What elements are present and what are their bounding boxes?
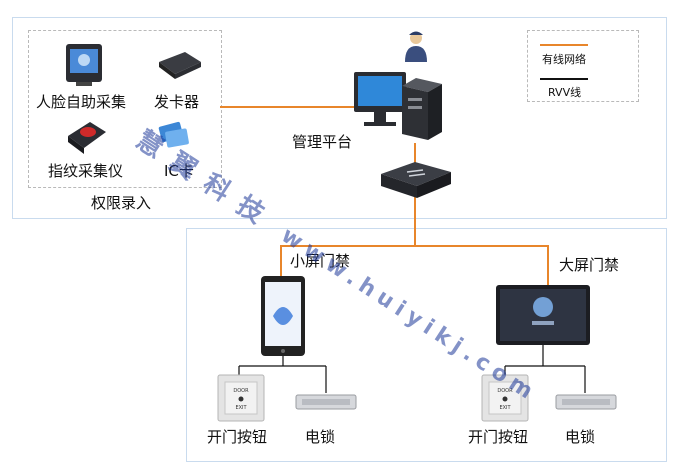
device-label-ic-card: IC卡 [164, 162, 194, 180]
enrollment-group-box [28, 30, 222, 188]
wire-enroll-to-platform [220, 106, 355, 108]
top-panel [12, 17, 667, 219]
face-capture-terminal-icon [66, 44, 102, 86]
ic-card-icon [158, 121, 189, 148]
platform-label: 管理平台 [292, 133, 353, 151]
small-screen-terminal-icon [261, 276, 305, 356]
wire-horizontal-bus [280, 245, 549, 247]
rvv-wire-right [504, 345, 586, 393]
electric-lock-left-icon [295, 394, 357, 410]
exit-button-right-icon: DOOR EXIT [481, 374, 529, 422]
exit-button-right-label: 开门按钮 [468, 428, 529, 446]
exit-button-left-top-text: DOOR [233, 388, 249, 394]
large-screen-terminal-icon [496, 285, 590, 345]
rvv-wire-left [238, 355, 327, 393]
exit-button-left-icon: DOOR EXIT [217, 374, 265, 422]
network-switch-icon [381, 162, 451, 198]
exit-button-right-top-text: DOOR [497, 388, 513, 394]
small-screen-title: 小屏门禁 [290, 252, 351, 270]
electric-lock-left-label: 电锁 [305, 428, 336, 446]
computer-monitor-icon [354, 72, 406, 126]
electric-lock-right-label: 电锁 [565, 428, 596, 446]
wire-switch-down [414, 196, 416, 246]
electric-lock-right-icon [555, 394, 617, 410]
device-label-face-capture: 人脸自助采集 [36, 93, 127, 111]
device-label-fingerprint: 指纹采集仪 [48, 162, 124, 180]
card-issuer-icon [159, 52, 201, 79]
legend-swatch-rvv [540, 78, 588, 80]
server-tower-icon [402, 78, 442, 140]
wire-to-large-screen [547, 245, 549, 285]
enrollment-group-title: 权限录入 [91, 194, 152, 212]
wire-platform-to-switch [414, 143, 416, 171]
legend-swatch-wired [540, 44, 588, 46]
device-label-card-issuer: 发卡器 [154, 93, 200, 111]
admin-user-icon [405, 31, 427, 62]
fingerprint-reader-icon [68, 122, 106, 154]
exit-button-right-bottom-text: EXIT [499, 405, 511, 411]
legend-label-wired: 有线网络 [542, 53, 586, 66]
large-screen-title: 大屏门禁 [559, 256, 620, 274]
legend-box [527, 30, 639, 102]
wire-to-small-screen [280, 245, 282, 277]
exit-button-left-bottom-text: EXIT [235, 405, 247, 411]
legend-label-rvv: RVV线 [548, 86, 582, 99]
exit-button-left-label: 开门按钮 [207, 428, 268, 446]
